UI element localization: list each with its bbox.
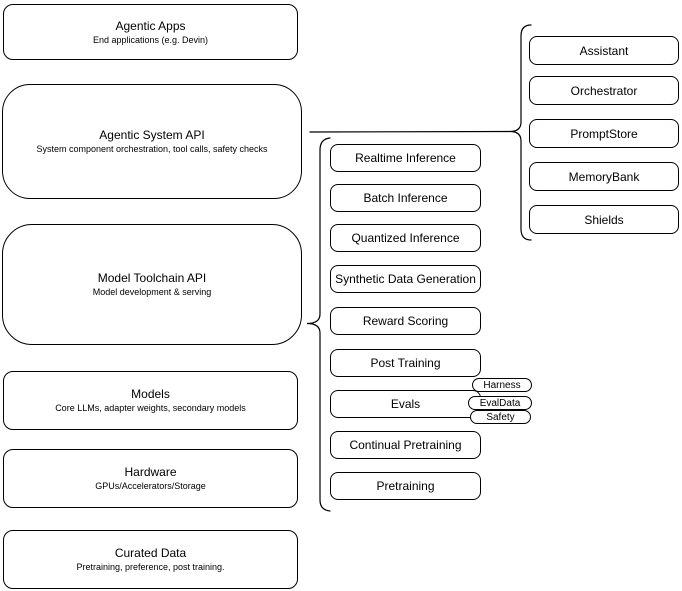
node-pretraining: Pretraining	[330, 472, 481, 500]
node-continual-pretraining: Continual Pretraining	[330, 431, 481, 459]
node-subtitle: End applications (e.g. Devin)	[92, 34, 209, 45]
node-synthetic-data-generation: Synthetic Data Generation	[330, 265, 481, 293]
node-reward-scoring: Reward Scoring	[330, 307, 481, 335]
node-memorybank: MemoryBank	[529, 162, 679, 191]
tag-safety: Safety	[470, 410, 531, 424]
system-brace	[509, 24, 532, 241]
node-shields: Shields	[529, 205, 679, 234]
node-subtitle: GPUs/Accelerators/Storage	[95, 481, 206, 491]
node-realtime-inference: Realtime Inference	[330, 144, 481, 172]
node-model-toolchain-api: Model Toolchain API Model development & …	[2, 224, 302, 345]
tag-evaldata: EvalData	[468, 396, 532, 410]
node-subtitle: Core LLMs, adapter weights, secondary mo…	[55, 403, 246, 413]
node-title: Models	[131, 387, 170, 401]
node-batch-inference: Batch Inference	[330, 184, 481, 212]
node-agentic-apps: Agentic Apps End applications (e.g. Devi…	[3, 4, 298, 60]
node-title: Agentic Apps	[115, 18, 186, 33]
node-hardware: Hardware GPUs/Accelerators/Storage	[3, 449, 298, 508]
system-connector-line	[309, 130, 511, 133]
node-subtitle: Pretraining, preference, post training.	[76, 562, 225, 572]
node-orchestrator: Orchestrator	[529, 76, 679, 105]
node-subtitle: Model development & serving	[92, 287, 212, 297]
node-title: Curated Data	[114, 546, 187, 560]
node-models: Models Core LLMs, adapter weights, secon…	[3, 371, 298, 430]
node-assistant: Assistant	[529, 36, 679, 65]
tag-harness: Harness	[472, 378, 532, 392]
node-curated-data: Curated Data Pretraining, preference, po…	[3, 530, 298, 589]
node-title: Hardware	[124, 465, 177, 479]
node-title: Model Toolchain API	[97, 271, 207, 285]
node-agentic-system-api: Agentic System API System component orch…	[2, 84, 302, 199]
node-subtitle: System component orchestration, tool cal…	[36, 144, 268, 154]
node-post-training: Post Training	[330, 349, 481, 377]
node-quantized-inference: Quantized Inference	[330, 224, 481, 252]
toolchain-brace	[306, 137, 331, 512]
node-title: Agentic System API	[99, 128, 205, 142]
node-promptstore: PromptStore	[529, 119, 679, 148]
node-evals: Evals	[330, 390, 481, 418]
